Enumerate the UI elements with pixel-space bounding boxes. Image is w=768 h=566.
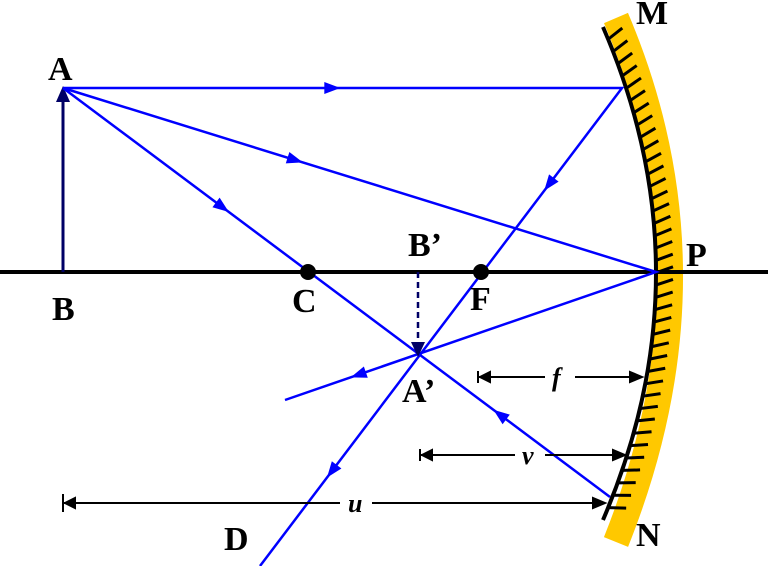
label-image-distance: v xyxy=(522,441,534,470)
label-b-prime: B’ xyxy=(408,227,442,264)
mirror-hatch xyxy=(645,379,664,386)
mirror-hatch xyxy=(629,442,649,448)
mirror-hatch xyxy=(612,39,629,53)
mirror-hatch xyxy=(653,316,672,324)
ray-pole xyxy=(62,86,661,402)
mirror-hatch xyxy=(649,354,668,361)
mirror-hatch xyxy=(647,366,666,373)
ray-center xyxy=(62,86,611,499)
label-object-distance: u xyxy=(348,489,362,518)
mirror-hatch xyxy=(625,76,642,90)
mirror-hatch xyxy=(616,51,634,65)
object-arrowhead xyxy=(56,86,70,102)
mirror-hatch xyxy=(655,252,674,262)
ray-arrowhead xyxy=(326,461,342,478)
ray-arrowhead xyxy=(350,366,368,378)
image-arrowhead xyxy=(411,342,425,357)
point-c xyxy=(300,264,316,280)
mirror-hatch xyxy=(626,455,645,460)
label-f: F xyxy=(470,281,491,318)
ray-arrowhead xyxy=(212,197,229,212)
label-a: A xyxy=(48,51,73,88)
mirror-hatch xyxy=(636,417,655,423)
label-p: P xyxy=(686,237,707,274)
mirror-hatch xyxy=(629,89,646,102)
dim-f-arrowhead xyxy=(629,370,645,384)
mirror-hatch xyxy=(608,506,627,510)
mirror-hatch xyxy=(639,404,659,411)
mirror-silvering xyxy=(603,12,683,547)
mirror-hatch xyxy=(633,430,652,435)
ray-arrowhead xyxy=(544,174,559,191)
point-f xyxy=(473,264,489,280)
label-c: C xyxy=(292,283,317,320)
mirror-hatch xyxy=(642,139,660,151)
label-d: D xyxy=(224,521,249,558)
ray-parallel xyxy=(63,86,625,566)
mirror-hatch xyxy=(646,164,665,176)
label-a-prime: A’ xyxy=(402,373,435,410)
mirror-hatch xyxy=(655,278,674,287)
mirror-hatch xyxy=(654,303,673,312)
label-focal-length: f xyxy=(552,363,563,392)
mirror-hatch xyxy=(636,114,654,127)
label-m: M xyxy=(636,0,668,32)
dim-f-arrowhead-left xyxy=(477,370,491,384)
dim-u-arrowhead-left xyxy=(62,496,76,510)
mirror-hatch xyxy=(621,64,638,78)
mirror-hatch xyxy=(642,392,661,398)
label-b: B xyxy=(52,291,75,328)
mirror-hatch xyxy=(653,214,671,225)
dim-v-arrowhead-left xyxy=(419,448,433,462)
mirror-hatch xyxy=(654,227,673,238)
mirror-hatch xyxy=(650,189,669,201)
ray-arrowhead xyxy=(285,151,303,164)
mirror-hatch xyxy=(607,26,624,41)
dim-v-arrowhead xyxy=(612,448,628,462)
mirror-hatch xyxy=(650,341,670,349)
mirror-hatches xyxy=(607,26,674,510)
mirror-hatch xyxy=(639,126,657,139)
mirror-hatch xyxy=(652,202,670,213)
ray-arrowhead xyxy=(324,82,341,94)
mirror-hatch xyxy=(652,328,671,336)
mirror-hatch xyxy=(655,290,674,299)
mirror-hatch xyxy=(632,101,650,115)
dim-u-arrowhead xyxy=(592,496,608,510)
ray-arrows xyxy=(212,82,559,478)
mirror-hatch xyxy=(648,177,667,188)
mirror-hatch xyxy=(654,240,673,250)
label-n: N xyxy=(636,517,661,554)
mirror-hatch xyxy=(644,151,662,164)
ray-arrowhead xyxy=(493,409,510,425)
